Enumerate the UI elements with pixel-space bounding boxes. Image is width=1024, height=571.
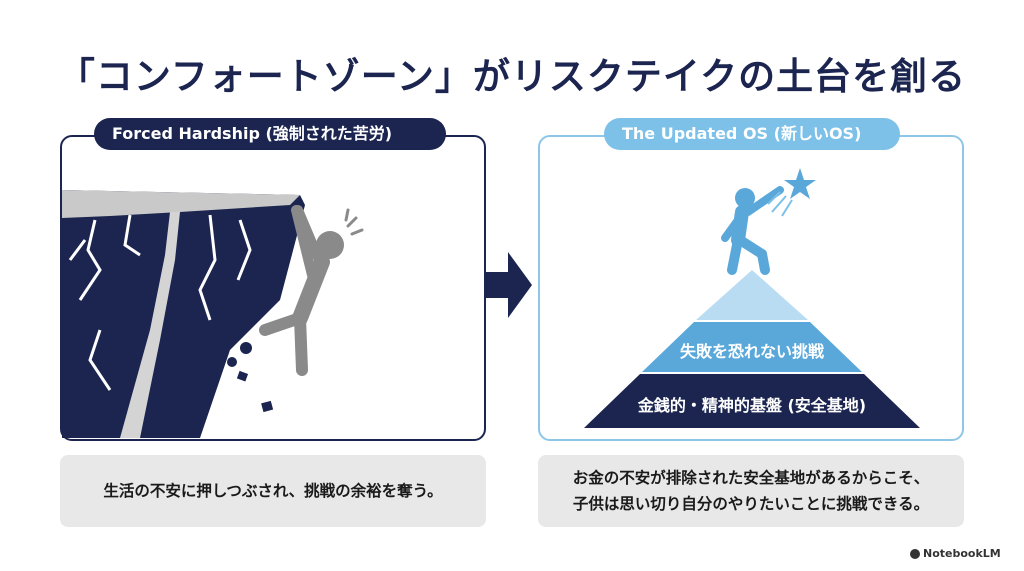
forced-hardship-caption-text: 生活の不安に押しつぶされ、挑戦の余裕を奪う。 [103, 482, 443, 500]
forced-hardship-label: Forced Hardship (強制された苦労) [94, 118, 446, 150]
brand-logo: NotebookLM [910, 547, 1001, 560]
updated-os-caption-line2: 子供は思い切り自分のやりたいことに挑戦できる。 [572, 495, 930, 513]
brand-name: NotebookLM [923, 547, 1001, 560]
pyramid-top-label: 失敗を恐れない挑戦 [679, 342, 824, 361]
notebooklm-icon [910, 549, 920, 559]
updated-os-caption: お金の不安が排除された安全基地があるからこそ、 子供は思い切り自分のやりたいこと… [538, 455, 964, 527]
updated-os-label: The Updated OS (新しいOS) [604, 118, 900, 150]
pyramid-diagram [584, 270, 920, 428]
reaching-person-icon [721, 186, 784, 275]
page-title: 「コンフォートゾーン」がリスクテイクの土台を創る [57, 55, 967, 98]
right-arrow-icon [486, 252, 532, 318]
falling-person-icon [259, 205, 364, 376]
star-icon [767, 168, 816, 217]
updated-os-caption-line1: お金の不安が排除された安全基地があるからこそ、 [572, 469, 930, 487]
pyramid-base-label: 金銭的・精神的基盤 (安全基地) [637, 396, 867, 415]
forced-hardship-caption: 生活の不安に押しつぶされ、挑戦の余裕を奪う。 [60, 455, 486, 527]
cliff-illustration [62, 190, 305, 438]
